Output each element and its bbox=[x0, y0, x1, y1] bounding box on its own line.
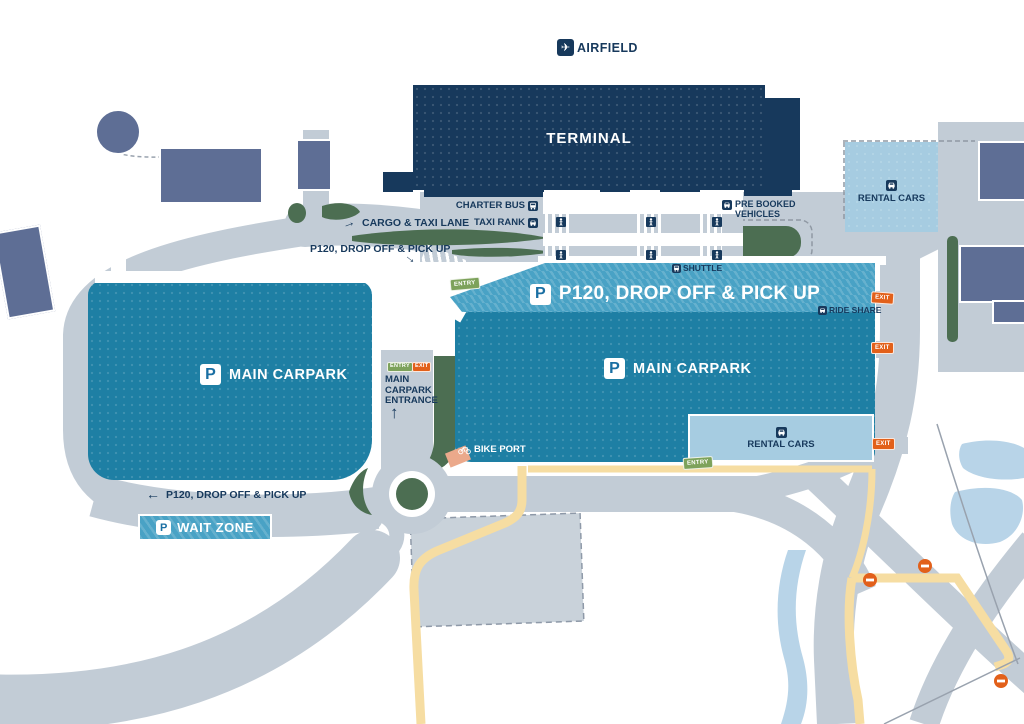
exit-badge-main-entrance: EXIT bbox=[412, 362, 432, 372]
bus-icon bbox=[528, 200, 538, 211]
bicycle-icon bbox=[458, 445, 471, 455]
no-entry-markers bbox=[863, 559, 1008, 688]
main-carpark-west bbox=[88, 281, 372, 480]
pedestrian-icon bbox=[646, 250, 656, 260]
terminal-label: TERMINAL bbox=[546, 130, 632, 147]
walkway-slot bbox=[111, 255, 126, 273]
up-arrow: ↑ bbox=[390, 403, 399, 422]
terminal-plaza bbox=[538, 192, 888, 282]
entry-badge-p120: ENTRY bbox=[449, 276, 481, 292]
taxi-icon bbox=[528, 217, 538, 228]
p120-drop-off-upper-label: P120, DROP OFF & PICK UP bbox=[310, 243, 451, 255]
rental-cars-north: RENTAL CARS bbox=[845, 142, 938, 232]
pedestrian-icon bbox=[712, 250, 722, 260]
main-carpark-west-label: P MAIN CARPARK bbox=[200, 364, 348, 385]
pedestrian-icon bbox=[712, 217, 722, 227]
building-east-upper bbox=[978, 141, 1024, 201]
cargo-taxi-lane-label: CARGO & TAXI LANE bbox=[362, 217, 470, 229]
car-icon bbox=[722, 200, 732, 210]
exit-badge-p120: EXIT bbox=[870, 291, 894, 305]
terminal-building: TERMINAL bbox=[383, 85, 800, 197]
car-icon bbox=[818, 305, 827, 315]
wait-zone: P WAIT ZONE bbox=[138, 514, 272, 541]
rental-cars-inner: RENTAL CARS bbox=[688, 414, 874, 462]
building-north-small bbox=[296, 139, 332, 191]
building-east-lower bbox=[959, 245, 1024, 303]
airfield-marker: ✈ AIRFIELD bbox=[557, 39, 638, 56]
p120-banner: P P120, DROP OFF & PICK UP bbox=[520, 283, 830, 305]
building-northwest bbox=[159, 147, 263, 204]
car-icon bbox=[886, 180, 897, 191]
building-east-lower-annex bbox=[992, 300, 1024, 324]
parking-icon: P bbox=[604, 358, 625, 379]
pedestrian-icon bbox=[556, 217, 566, 227]
main-carpark-entrance-label: MAIN CARPARK ENTRANCE bbox=[385, 374, 438, 407]
charter-bus-label: CHARTER BUS bbox=[430, 200, 538, 211]
car-icon bbox=[775, 426, 787, 438]
shuttle-label: SHUTTLE bbox=[672, 263, 722, 273]
main-carpark-east-label: P MAIN CARPARK bbox=[604, 358, 752, 379]
parking-icon: P bbox=[156, 520, 172, 535]
p120-drop-off-lower-label: P120, DROP OFF & PICK UP bbox=[166, 489, 307, 501]
taxi-rank-label: TAXI RANK bbox=[430, 217, 538, 228]
p120-drop-off-band bbox=[450, 263, 875, 312]
parking-icon: P bbox=[529, 283, 551, 305]
parking-icon: P bbox=[200, 364, 221, 385]
tank-building bbox=[95, 109, 141, 155]
walkway-slot bbox=[252, 255, 269, 273]
bus-icon bbox=[672, 263, 681, 273]
exit-badge-carpark-east: EXIT bbox=[871, 342, 894, 354]
pedestrian-icon bbox=[646, 217, 656, 227]
pre-booked-vehicles-label: PRE BOOKED VEHICLES bbox=[722, 199, 796, 220]
carpark-kerb bbox=[95, 271, 367, 283]
pedestrian-icon bbox=[556, 250, 566, 260]
left-arrow: ← bbox=[146, 486, 160, 502]
airfield-label: AIRFIELD bbox=[577, 40, 638, 55]
ride-share-label: RIDE SHARE bbox=[818, 305, 881, 315]
airplane-icon: ✈ bbox=[557, 39, 574, 56]
exit-badge-rental-inner: EXIT bbox=[872, 438, 895, 450]
entry-badge-rental-inner: ENTRY bbox=[682, 455, 714, 471]
bike-port-label: BIKE PORT bbox=[458, 444, 526, 455]
entry-badge-main-entrance: ENTRY bbox=[387, 362, 413, 372]
